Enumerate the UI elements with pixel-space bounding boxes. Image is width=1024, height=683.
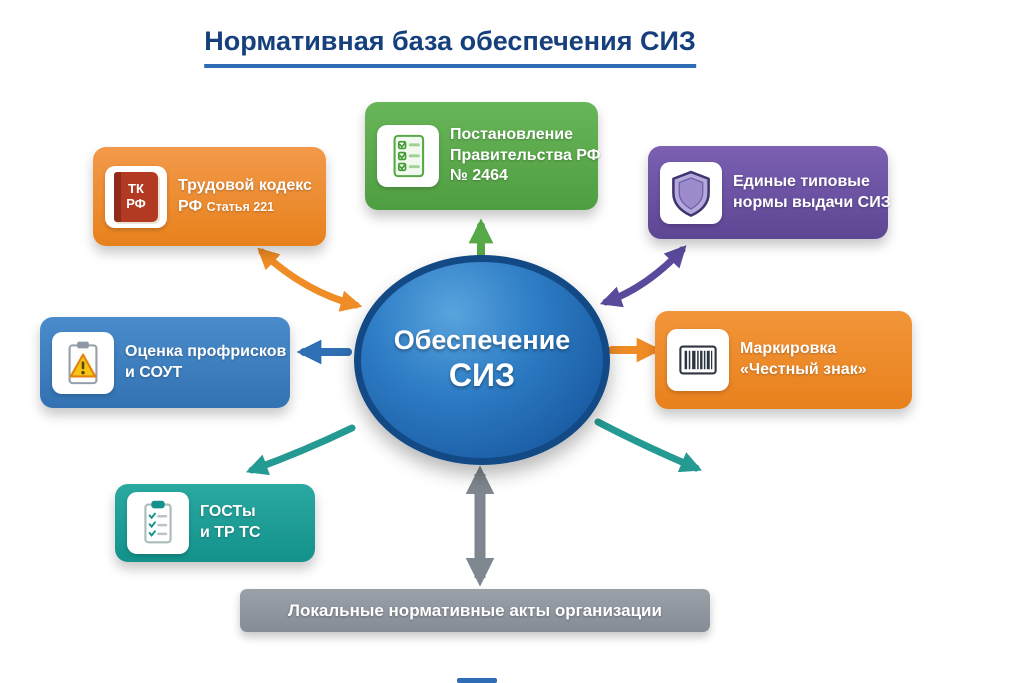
gost-line2: и ТР ТС [200, 524, 261, 541]
local-acts-label: Локальные нормативные акты организации [288, 600, 662, 620]
gost-line1: ГОСТы [200, 503, 256, 521]
arrow-labor-code [257, 247, 363, 312]
risk-icon-tile [52, 331, 114, 394]
decree-line2: Правительства РФ [450, 146, 601, 164]
node-marking: Маркировка «Честный знак» [655, 311, 912, 409]
arrow-gost [245, 424, 356, 476]
marking-icon-tile [667, 329, 729, 391]
marking-line1: Маркировка [740, 340, 837, 358]
center-label-line2: СИЗ [448, 357, 516, 394]
center-node-ppe-provision: Обеспечение СИЗ [354, 255, 610, 465]
checklist-icon [393, 134, 425, 178]
gost-text: ГОСТы и ТР ТС [200, 502, 261, 544]
labor-code-book-icon: ТК РФ [114, 171, 158, 222]
etn-line1: Единые типовые [733, 172, 870, 190]
labor-code-line2: РФ Статья 221 [178, 197, 312, 218]
shield-icon [672, 170, 710, 217]
node-unified-norms: Единые типовые нормы выдачи СИЗ [648, 146, 891, 239]
gost-icon-tile [127, 492, 189, 554]
center-label-line1: Обеспечение [393, 325, 571, 356]
barcode-icon [679, 345, 717, 375]
labor-code-rf: РФ [178, 197, 203, 215]
book-cover-text: ТК РФ [126, 180, 146, 212]
marking-text: Маркировка «Честный знак» [740, 339, 867, 381]
labor-code-article: Статья 221 [206, 199, 275, 214]
decree-line1: Постановление [450, 125, 574, 143]
risk-line2: и СОУТ [125, 363, 183, 381]
footer-accent-line [457, 678, 497, 683]
risk-text: Оценка профрисков и СОУТ [125, 342, 286, 384]
node-labor-code: ТК РФ Трудовой кодекс РФ Статья 221 [93, 147, 326, 246]
etn-text: Единые типовые нормы выдачи СИЗ [733, 172, 891, 214]
page-title: Нормативная база обеспечения СИЗ [204, 26, 696, 68]
labor-code-text: Трудовой кодекс РФ Статья 221 [178, 176, 312, 218]
risk-warning-clipboard-icon [68, 341, 98, 384]
book-line1: ТК [128, 180, 144, 196]
node-risk-assessment: Оценка профрисков и СОУТ [40, 317, 290, 408]
arrow-etn [599, 245, 687, 308]
decree-line3: № 2464 [450, 167, 508, 185]
book-line2: РФ [126, 195, 146, 211]
standards-checklist-icon [144, 500, 172, 544]
marking-line2: «Честный знак» [740, 361, 867, 378]
node-government-decree: Постановление Правительства РФ № 2464 [365, 102, 600, 210]
arrow-bottom-right [594, 418, 703, 473]
decree-icon-tile [377, 125, 439, 187]
node-gost-standards: ГОСТы и ТР ТС [115, 484, 315, 562]
local-acts-bar: Локальные нормативные акты организации [240, 589, 710, 632]
risk-line1: Оценка профрисков [125, 342, 287, 360]
labor-code-icon-tile: ТК РФ [105, 165, 167, 228]
decree-text: Постановление Правительства РФ № 2464 [450, 125, 600, 187]
labor-code-line1: Трудовой кодекс [178, 176, 312, 194]
etn-line2: нормы выдачи СИЗ [733, 193, 891, 211]
etn-icon-tile [660, 161, 722, 224]
